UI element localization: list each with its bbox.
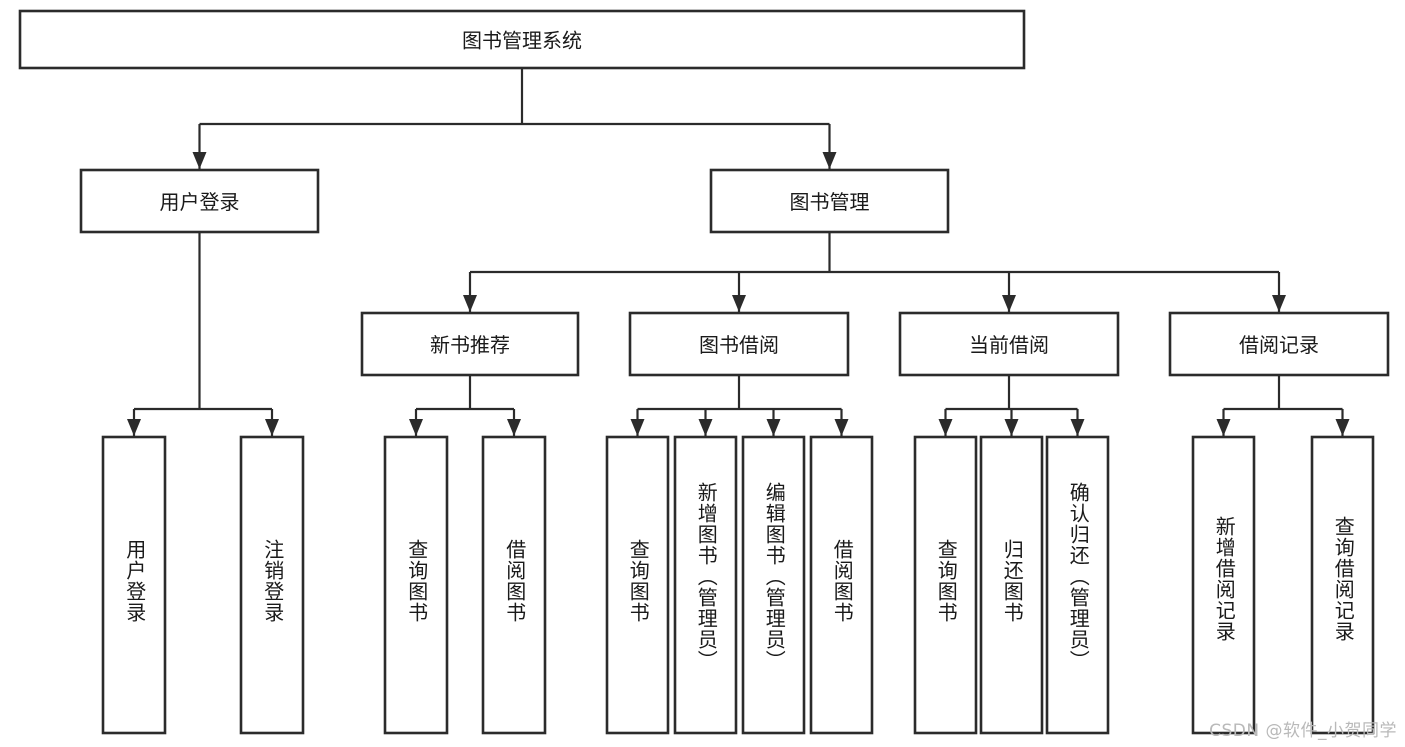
node-box-leaf-user-login[interactable] bbox=[101, 435, 167, 735]
arrow-head-icon bbox=[1272, 295, 1286, 312]
arrow-head-icon bbox=[1004, 419, 1019, 436]
node-box-leaf-add-book-admin[interactable] bbox=[673, 435, 738, 735]
node-label-current-borrow: 当前借阅 bbox=[969, 333, 1049, 357]
csdn-watermark: CSDN @软件_小贺同学 bbox=[1209, 721, 1397, 741]
node-box-leaf-logout-login[interactable] bbox=[239, 435, 305, 735]
arrow-head-icon bbox=[409, 419, 423, 436]
node-box-leaf-return-book[interactable] bbox=[979, 435, 1044, 735]
node-box-leaf-query-book-current[interactable] bbox=[913, 435, 978, 735]
node-box-leaf-query-book-borrow[interactable] bbox=[605, 435, 670, 735]
connector-new-book-recommend-to-leaves bbox=[409, 375, 521, 436]
arrow-head-icon bbox=[507, 419, 521, 436]
node-box-leaf-borrow-book[interactable] bbox=[809, 435, 874, 735]
node-box-current-borrow[interactable] bbox=[898, 311, 1120, 377]
arrow-head-icon bbox=[822, 152, 837, 169]
connector-root-to-level2 bbox=[192, 68, 837, 169]
arrow-head-icon bbox=[698, 419, 713, 436]
node-box-book-borrow[interactable] bbox=[628, 311, 850, 377]
connector-current-borrow-to-leaves bbox=[938, 375, 1085, 436]
node-box-leaf-confirm-return-admin[interactable] bbox=[1045, 435, 1110, 735]
node-box-leaf-add-borrow-record[interactable] bbox=[1191, 435, 1256, 735]
arrow-head-icon bbox=[1216, 419, 1231, 436]
arrow-head-icon bbox=[463, 295, 477, 312]
node-box-book-management[interactable] bbox=[709, 168, 950, 234]
node-box-borrow-records[interactable] bbox=[1168, 311, 1390, 377]
node-box-root[interactable] bbox=[18, 9, 1026, 70]
node-label-book-management: 图书管理 bbox=[790, 190, 870, 214]
connector-book-management-to-level3 bbox=[463, 232, 1286, 312]
node-box-user-login[interactable] bbox=[79, 168, 320, 234]
arrow-head-icon bbox=[1070, 419, 1085, 436]
node-box-leaf-query-book-recommend[interactable] bbox=[383, 435, 449, 735]
arrow-head-icon bbox=[1335, 419, 1350, 436]
arrow-head-icon bbox=[938, 419, 953, 436]
arrow-head-icon bbox=[766, 419, 781, 436]
arrow-head-icon bbox=[834, 419, 849, 436]
node-label-book-borrow: 图书借阅 bbox=[699, 333, 779, 357]
arrow-head-icon bbox=[192, 152, 207, 169]
node-box-new-book-recommend[interactable] bbox=[360, 311, 580, 377]
node-label-new-book-recommend: 新书推荐 bbox=[430, 333, 510, 357]
connector-user-login-to-leaves bbox=[127, 232, 279, 436]
arrow-head-icon bbox=[732, 295, 746, 312]
node-label-user-login: 用户登录 bbox=[160, 190, 240, 214]
connector-layer bbox=[127, 68, 1350, 436]
arrow-head-icon bbox=[630, 419, 645, 436]
node-label-root: 图书管理系统 bbox=[462, 29, 582, 53]
connector-book-borrow-to-leaves bbox=[630, 375, 849, 436]
node-box-leaf-borrow-book-recommend[interactable] bbox=[481, 435, 547, 735]
arrow-head-icon bbox=[265, 419, 279, 436]
connector-borrow-records-to-leaves bbox=[1216, 375, 1350, 436]
node-box-layer bbox=[18, 9, 1390, 735]
node-box-leaf-query-borrow-record[interactable] bbox=[1310, 435, 1375, 735]
arrow-head-icon bbox=[1002, 295, 1016, 312]
node-label-borrow-records: 借阅记录 bbox=[1239, 333, 1319, 357]
arrow-head-icon bbox=[127, 419, 141, 436]
node-box-leaf-edit-book-admin[interactable] bbox=[741, 435, 806, 735]
